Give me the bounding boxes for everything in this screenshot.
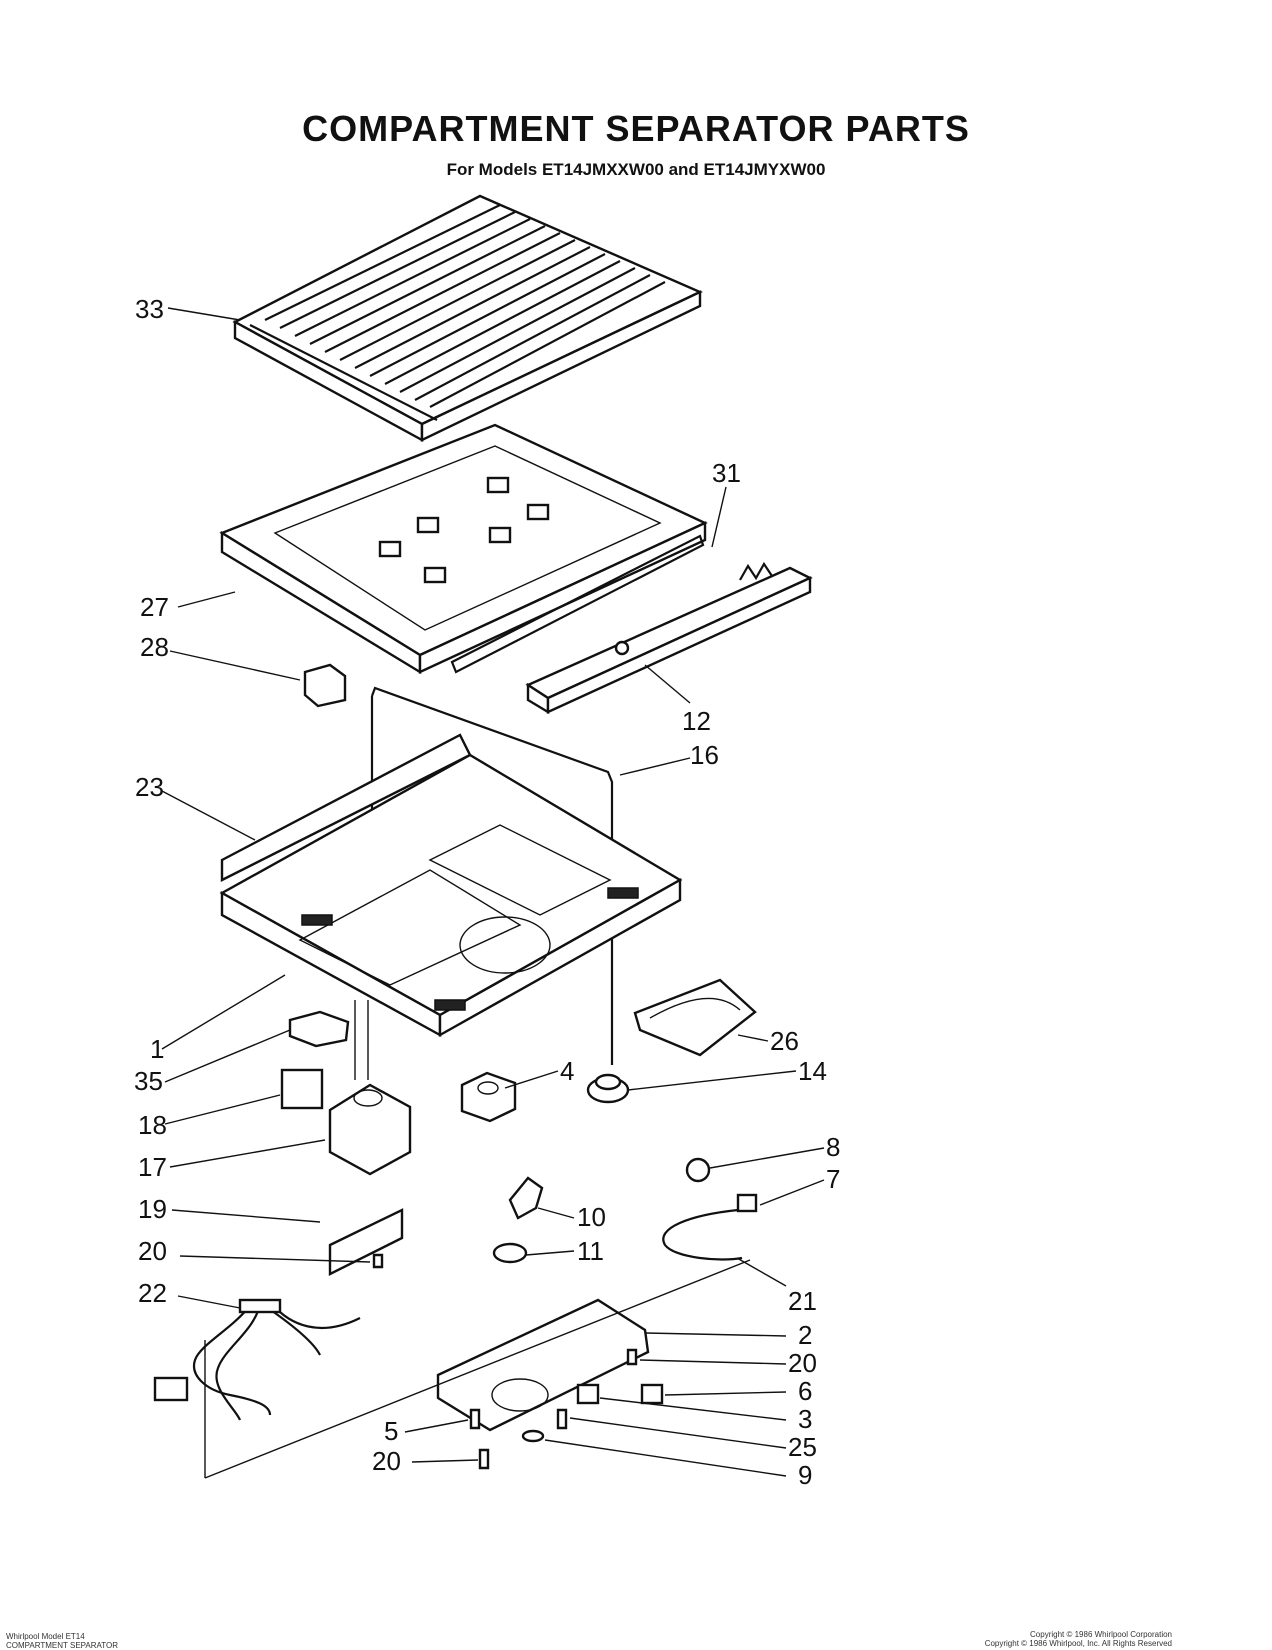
part-2-base-plate xyxy=(436,1298,650,1432)
part-3-block xyxy=(576,1383,600,1405)
callout-5: 5 xyxy=(384,1416,398,1446)
callout-20: 20 xyxy=(788,1348,817,1378)
part-35-clip xyxy=(288,1010,350,1048)
part-11-grommet xyxy=(492,1242,528,1264)
callout-8: 8 xyxy=(826,1132,840,1162)
part-12-rail xyxy=(525,561,813,715)
callout-10: 10 xyxy=(577,1202,606,1232)
callout-4: 4 xyxy=(560,1056,574,1086)
part-27-frame xyxy=(219,423,708,675)
callout-33: 33 xyxy=(135,294,164,324)
part-5-screw xyxy=(469,1408,481,1430)
part-25-screw xyxy=(556,1408,568,1430)
callout-21: 21 xyxy=(788,1286,817,1316)
callout-6: 6 xyxy=(798,1376,812,1406)
part-21-wire xyxy=(662,1208,743,1261)
part-14-grommet xyxy=(586,1073,630,1104)
callout-11: 11 xyxy=(577,1236,604,1266)
callout-28: 28 xyxy=(140,632,169,662)
part-23-separator-pan xyxy=(219,733,683,1038)
part-8-bulb xyxy=(685,1157,711,1183)
callout-25: 25 xyxy=(788,1432,817,1462)
callout-7: 7 xyxy=(826,1164,840,1194)
callout-35: 35 xyxy=(134,1066,163,1096)
callout-1: 1 xyxy=(150,1034,164,1064)
part-17-thermostat xyxy=(328,1083,412,1176)
part-4-damper xyxy=(460,1071,517,1123)
callout-2: 2 xyxy=(798,1320,812,1350)
callout-27: 27 xyxy=(140,592,169,622)
callout-20: 20 xyxy=(372,1446,401,1476)
callout-16: 16 xyxy=(690,740,719,770)
footer-right-line-1: Copyright © 1986 Whirlpool Corporation xyxy=(1030,1630,1172,1639)
callout-20: 20 xyxy=(138,1236,167,1266)
part-6-block xyxy=(640,1383,664,1405)
page-subtitle: For Models ET14JMXXW00 and ET14JMYXW00 xyxy=(446,160,826,179)
part-20-screw-c xyxy=(478,1448,490,1470)
callout-23: 23 xyxy=(135,772,164,802)
footer-left-line-2: COMPARTMENT SEPARATOR xyxy=(6,1641,119,1650)
part-31-seal-strip xyxy=(450,534,705,674)
part-20-screw-b xyxy=(626,1348,638,1366)
callout-18: 18 xyxy=(138,1110,167,1140)
part-10-switch xyxy=(508,1176,544,1220)
callout-3: 3 xyxy=(798,1404,812,1434)
leader-lines xyxy=(161,307,825,1479)
footer-right-line-2: Copyright © 1986 Whirlpool, Inc. All Rig… xyxy=(984,1639,1172,1648)
page-title: COMPARTMENT SEPARATOR PARTS xyxy=(302,108,970,149)
part-7-socket xyxy=(736,1193,758,1213)
part-20-screw-a xyxy=(372,1253,384,1269)
footer-left: Whirlpool Model ET14 COMPARTMENT SEPARAT… xyxy=(6,1632,118,1650)
part-18-knob xyxy=(280,1068,324,1110)
callout-labels: 33 31 27 28 12 16 23 1 26 35 14 4 18 17 … xyxy=(134,294,840,1490)
part-33-grille xyxy=(232,194,703,443)
part-19-bracket xyxy=(328,1208,404,1276)
part-9-cap xyxy=(521,1429,545,1443)
callout-19: 19 xyxy=(138,1194,167,1224)
callout-12: 12 xyxy=(682,706,711,736)
part-28-block xyxy=(303,663,347,708)
callout-22: 22 xyxy=(138,1278,167,1308)
callout-17: 17 xyxy=(138,1152,167,1182)
callout-31: 31 xyxy=(712,458,741,488)
footer-right: Copyright © 1986 Whirlpool Corporation C… xyxy=(985,1630,1172,1648)
footer-left-line-1: Whirlpool Model ET14 xyxy=(6,1632,85,1641)
part-26-insulation xyxy=(633,978,757,1057)
callout-26: 26 xyxy=(770,1026,799,1056)
part-22-harness xyxy=(153,1298,361,1421)
callout-9: 9 xyxy=(798,1460,812,1490)
callout-14: 14 xyxy=(798,1056,827,1086)
